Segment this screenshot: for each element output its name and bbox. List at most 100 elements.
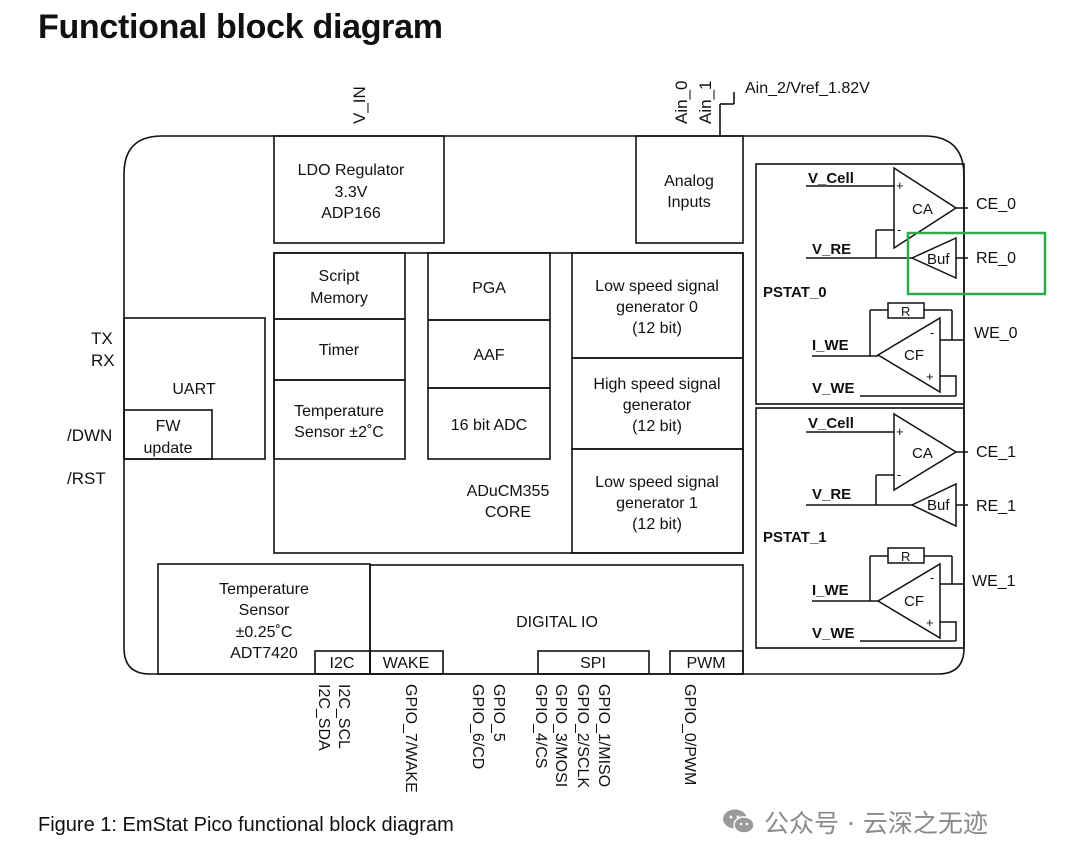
pin-i2c-sda: I2C_SDA [315, 684, 332, 751]
lssg0-line3: (12 bit) [632, 320, 682, 337]
watermark: 公众号 · 云深之无迹 [722, 804, 988, 840]
lssg1-line3: (12 bit) [632, 516, 682, 533]
pstat0-name: PSTAT_0 [763, 284, 827, 301]
lssg0-line2: generator 0 [616, 299, 698, 316]
pstat0-v-we: V_WE [812, 380, 855, 397]
temp-core-line2: Sensor ±2˚C [294, 424, 384, 441]
wake-block [369, 650, 444, 675]
analog-inputs-block [635, 135, 744, 244]
pstat0-v-re: V_RE [812, 241, 851, 258]
dio-label: DIGITAL IO [516, 614, 598, 631]
pstat0-ca: CA [912, 201, 933, 218]
lssg1-block [571, 448, 744, 554]
pstat0-cf-minus: - [930, 325, 934, 340]
fw-line2: update [144, 440, 193, 457]
pstat1-v-cell: V_Cell [808, 415, 854, 432]
adc-block [427, 387, 551, 460]
hssg-line2: generator [623, 397, 692, 414]
ldo-line2: 3.3V [335, 184, 368, 201]
pin-vin: V_IN [350, 86, 369, 124]
pin-rst: /RST [67, 469, 106, 488]
temp-ext-line4: ADT7420 [230, 645, 298, 662]
pin-gpio6: GPIO_6/CD [469, 684, 486, 769]
temp-ext-line1: Temperature [219, 581, 309, 598]
uart-label: UART [172, 381, 215, 398]
pin-ain2: Ain_2/Vref_1.82V [745, 80, 870, 97]
pstat1-cf: CF [904, 593, 924, 610]
core-line2: CORE [485, 504, 531, 521]
pstat1-buf: Buf [927, 497, 950, 514]
pstat1-cf-plus: + [926, 615, 934, 630]
ldo-regulator-block [273, 135, 445, 244]
pin-ain1: Ain_1 [696, 81, 715, 124]
fw-update-block [123, 409, 213, 460]
pin-gpio5: GPIO_5 [490, 684, 507, 742]
pwm-block [669, 650, 744, 675]
pstat0-cf-plus: + [926, 369, 934, 384]
pin-i2c-scl: I2C_SCL [335, 684, 352, 749]
pstat0-v-cell: V_Cell [808, 170, 854, 187]
analog-line1: Analog [664, 173, 714, 190]
temp-sensor-core-block [273, 379, 406, 460]
pwm-label: PWM [686, 655, 725, 672]
pstat1-cf-minus: - [930, 570, 934, 585]
lssg0-line1: Low speed signal [595, 278, 719, 295]
pin-dwn: /DWN [67, 426, 112, 445]
pstat0-cf-amp [876, 316, 941, 394]
hssg-line3: (12 bit) [632, 418, 682, 435]
highlight-box [906, 231, 1047, 296]
pstat0-cf: CF [904, 347, 924, 364]
pin-rx: RX [91, 351, 115, 370]
spi-block [537, 650, 650, 675]
pstat1-re: RE_1 [976, 498, 1016, 515]
wake-label: WAKE [383, 655, 430, 672]
pstat0-ca-minus: - [897, 222, 901, 237]
pstat1-ca-minus: - [897, 467, 901, 482]
pin-gpio4: GPIO_4/CS [532, 684, 549, 768]
pin-gpio2: GPIO_2/SCLK [574, 684, 591, 788]
pstat1-cf-amp [876, 562, 941, 640]
diagram-title: Functional block diagram [38, 8, 443, 46]
pstat1-v-we: V_WE [812, 625, 855, 642]
ldo-line3: ADP166 [321, 205, 381, 222]
pstat1-ce: CE_1 [976, 444, 1016, 461]
figure-caption: Figure 1: EmStat Pico functional block d… [38, 814, 454, 836]
pstat0-ca-amp [893, 166, 958, 250]
pstat1-ca: CA [912, 445, 933, 462]
timer-label: Timer [319, 342, 360, 359]
adc-label: 16 bit ADC [451, 417, 527, 434]
temp-ext-line2: Sensor [239, 602, 290, 619]
lssg1-line2: generator 1 [616, 495, 698, 512]
i2c-label: I2C [330, 655, 355, 672]
core-line1: ADuCM355 [467, 483, 550, 500]
pstat0-r: R [901, 304, 910, 319]
pstat0-panel [755, 163, 965, 405]
script-memory-block [273, 252, 406, 320]
script-line1: Script [319, 268, 360, 285]
analog-line2: Inputs [667, 194, 711, 211]
pstat0-we: WE_0 [974, 325, 1018, 342]
pstat0-circuit [806, 166, 968, 397]
pga-label: PGA [472, 280, 506, 297]
pin-gpio1: GPIO_1/MISO [595, 684, 612, 787]
pin-gpio7: GPIO_7/WAKE [402, 684, 419, 793]
pin-tx: TX [91, 329, 113, 348]
board-outline [123, 135, 965, 675]
pstat0-buf: Buf [927, 251, 950, 268]
pin-gpio3: GPIO_3/MOSI [552, 684, 569, 787]
temp-ext-line3: ±0.25˚C [236, 624, 293, 641]
pstat1-ca-plus: + [896, 424, 904, 439]
spi-label: SPI [580, 655, 606, 672]
fw-line1: FW [156, 418, 182, 435]
aaf-label: AAF [473, 347, 504, 364]
pstat1-we: WE_1 [972, 573, 1016, 590]
pstat1-i-we: I_WE [812, 582, 849, 599]
pstat0-i-we: I_WE [812, 337, 849, 354]
lssg1-line1: Low speed signal [595, 474, 719, 491]
pstat0-re: RE_0 [976, 250, 1016, 267]
pstat1-ca-amp [893, 412, 958, 492]
pstat0-ca-plus: + [896, 178, 904, 193]
watermark-text: 公众号 · 云深之无迹 [764, 809, 988, 838]
pstat1-name: PSTAT_1 [763, 529, 827, 546]
